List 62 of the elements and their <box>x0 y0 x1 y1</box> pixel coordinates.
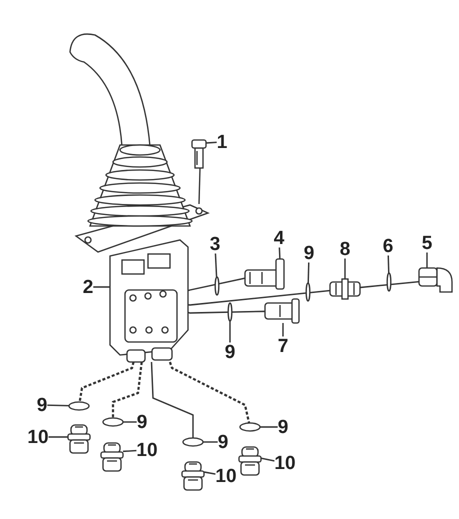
leader-line <box>260 426 278 428</box>
elbow-fitting-drawing <box>418 267 453 293</box>
callout-number: 9 <box>304 244 314 262</box>
fitting-drawing <box>329 278 361 300</box>
hose-line <box>112 362 143 418</box>
leader-line <box>229 321 231 342</box>
leader-line <box>278 247 281 260</box>
bolt-drawing <box>191 139 207 204</box>
washer-drawing <box>239 422 261 432</box>
washer-drawing <box>214 276 220 296</box>
callout-number: 9 <box>278 418 288 436</box>
valve-body-drawing <box>109 239 189 363</box>
callout-number: 10 <box>136 440 158 460</box>
washer-drawing <box>228 302 232 322</box>
plug-drawing <box>67 424 91 454</box>
callout-number: 7 <box>278 336 288 356</box>
leader-line <box>47 404 70 406</box>
callout-number: 9 <box>36 396 48 414</box>
leader-line <box>206 142 217 144</box>
plug-drawing <box>100 442 124 472</box>
washer-drawing <box>306 282 310 302</box>
leader-line <box>308 262 310 284</box>
washer-drawing <box>68 401 90 411</box>
assembly-line <box>188 278 246 292</box>
assembly-line <box>188 310 266 314</box>
hose-line <box>168 362 250 424</box>
callout-number: 1 <box>216 132 228 152</box>
leader-line <box>388 255 390 274</box>
assembly-line <box>188 290 330 306</box>
callout-number: 9 <box>218 432 228 452</box>
callout-number: 6 <box>382 236 394 256</box>
callout-number: 9 <box>224 342 236 362</box>
leader-line <box>203 441 218 443</box>
leader-line <box>122 450 136 452</box>
callout-number: 10 <box>215 466 237 486</box>
callout-number: 10 <box>27 428 49 446</box>
washer-drawing <box>182 437 204 447</box>
leader-line <box>93 286 110 288</box>
leader-line <box>48 436 68 438</box>
callout-number: 9 <box>136 412 148 432</box>
callout-number: 2 <box>82 278 94 296</box>
leader-line <box>123 421 137 423</box>
leader-line <box>282 323 284 336</box>
leader-line <box>260 458 275 462</box>
callout-number: 8 <box>340 240 350 258</box>
hose-line <box>150 362 194 438</box>
hose-line <box>78 362 135 402</box>
plug-drawing <box>238 446 262 476</box>
assembly-line <box>360 280 420 288</box>
callout-number: 4 <box>274 228 284 248</box>
washer-drawing <box>386 272 392 292</box>
leader-line <box>214 253 218 278</box>
callout-number: 5 <box>422 234 432 252</box>
pin-drawing <box>264 298 300 324</box>
leader-line <box>426 252 428 268</box>
washer-drawing <box>102 417 124 427</box>
callout-number: 3 <box>210 234 220 254</box>
callout-number: 10 <box>274 454 296 472</box>
plug-drawing <box>181 461 205 491</box>
leader-line <box>344 258 346 279</box>
leader-line <box>204 471 216 475</box>
pin-drawing <box>244 258 285 290</box>
